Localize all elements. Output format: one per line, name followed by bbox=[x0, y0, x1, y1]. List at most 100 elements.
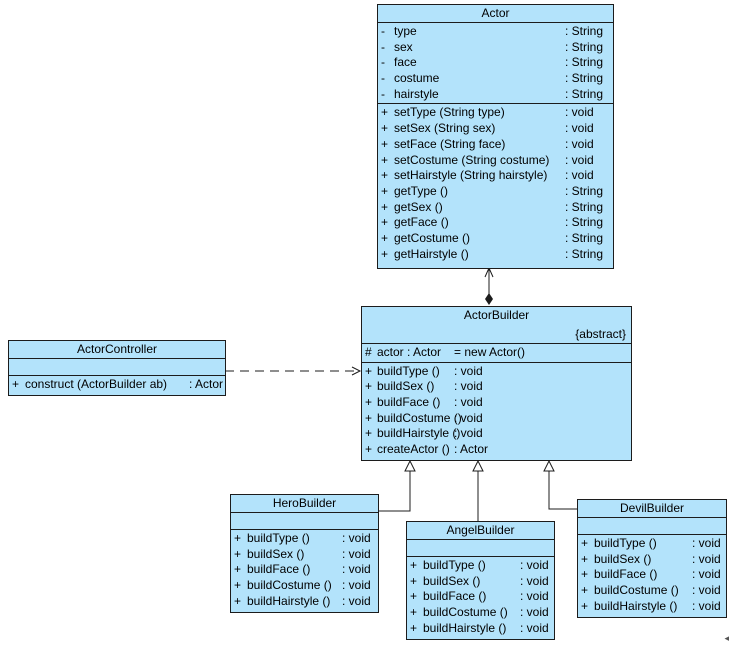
operation-row: + buildHairstyle (): void bbox=[362, 426, 631, 442]
operation-row: +setHairstyle (String hairstyle): void bbox=[378, 168, 613, 184]
attribute-row: # actor : Actor = new Actor() bbox=[362, 345, 631, 361]
operation-row: + buildCostume () : void bbox=[231, 578, 378, 594]
visibility-marker: + bbox=[234, 578, 242, 593]
visibility-marker: + bbox=[581, 551, 589, 566]
visibility-marker: + bbox=[381, 168, 389, 183]
member-type: : void bbox=[454, 426, 483, 441]
visibility-marker: + bbox=[381, 246, 389, 261]
visibility-marker: + bbox=[381, 121, 389, 136]
visibility-marker: + bbox=[381, 230, 389, 245]
operations-compartment: +buildType (): void+buildSex (): void+bu… bbox=[362, 363, 631, 459]
attributes-compartment bbox=[9, 359, 225, 376]
attribute-row: -sex : String bbox=[378, 40, 613, 56]
visibility-marker: # bbox=[365, 345, 372, 359]
member-type: : void bbox=[520, 620, 549, 635]
member-type: : String bbox=[565, 39, 604, 54]
member-name: getFace () bbox=[394, 215, 449, 230]
attributes-compartment bbox=[231, 513, 378, 530]
member-name: buildCostume () bbox=[377, 410, 462, 425]
member-type: : void bbox=[342, 562, 371, 577]
class-hero-builder[interactable]: HeroBuilder +buildType (): void+buildSex… bbox=[230, 494, 379, 613]
operation-row: +buildFace (): void bbox=[407, 589, 554, 605]
operation-row: +getType (): String bbox=[378, 184, 613, 200]
member-name: getSex () bbox=[394, 199, 443, 214]
operation-row: +setFace (String face): void bbox=[378, 137, 613, 153]
member-name: buildType () bbox=[247, 531, 310, 545]
visibility-marker: - bbox=[381, 55, 385, 70]
member-name: buildFace () bbox=[247, 562, 311, 577]
class-devil-builder[interactable]: DevilBuilder +buildType (): void+buildSe… bbox=[577, 499, 727, 618]
member-name: actor : Actor bbox=[377, 345, 442, 359]
attribute-row: -type: String bbox=[378, 24, 613, 40]
operations-compartment: +buildType (): void+buildSex (): void+bu… bbox=[231, 530, 378, 610]
visibility-marker: - bbox=[381, 71, 385, 86]
member-type: : void bbox=[565, 121, 594, 136]
member-name: buildHairstyle () bbox=[377, 426, 461, 441]
visibility-marker: + bbox=[410, 589, 418, 604]
operation-row: +buildFace (): void bbox=[578, 567, 726, 583]
operation-row: + buildType () : void bbox=[231, 531, 378, 547]
member-type: : String bbox=[565, 183, 604, 198]
visibility-marker: - bbox=[381, 39, 385, 54]
operation-row: +buildFace (): void bbox=[362, 395, 631, 411]
visibility-marker: + bbox=[234, 593, 242, 608]
member-type: : String bbox=[565, 55, 604, 70]
member-type: : String bbox=[565, 246, 604, 261]
operation-row: +setType (String type): void bbox=[378, 105, 613, 121]
member-name: buildSex () bbox=[377, 379, 435, 394]
attributes-compartment: # actor : Actor = new Actor() bbox=[362, 344, 631, 363]
member-type: : void bbox=[342, 531, 371, 545]
visibility-marker: + bbox=[234, 546, 242, 561]
visibility-marker: + bbox=[365, 379, 373, 394]
member-type: : void bbox=[565, 105, 594, 120]
member-type: : Actor bbox=[189, 377, 224, 391]
member-name: getHairstyle () bbox=[394, 246, 469, 261]
member-name: buildCostume () bbox=[247, 578, 332, 593]
operation-row: + buildSex () : void bbox=[578, 552, 726, 568]
class-actor[interactable]: Actor -type: String-sex: String-face: St… bbox=[377, 4, 614, 269]
generalization-triangle-devil bbox=[543, 459, 555, 472]
member-type: : void bbox=[692, 551, 721, 566]
member-name: setCostume (String costume) bbox=[394, 152, 550, 167]
member-name: getCostume () bbox=[394, 230, 471, 245]
class-title: ActorBuilder bbox=[362, 307, 631, 344]
member-type: : void bbox=[454, 395, 483, 410]
class-angel-builder[interactable]: AngelBuilder +buildType (): void+buildSe… bbox=[406, 521, 555, 640]
member-name: type bbox=[394, 24, 417, 38]
class-title: Actor bbox=[378, 5, 613, 23]
visibility-marker: + bbox=[234, 562, 242, 577]
member-name: buildCostume () bbox=[423, 605, 508, 620]
member-name: createActor () bbox=[377, 442, 450, 457]
member-type: : void bbox=[520, 558, 549, 572]
visibility-marker: + bbox=[581, 536, 589, 550]
member-name: buildFace () bbox=[377, 395, 441, 410]
visibility-marker: + bbox=[581, 583, 589, 598]
composition-diamond bbox=[485, 293, 493, 305]
member-type: = new Actor() bbox=[454, 345, 526, 359]
visibility-marker: + bbox=[410, 558, 418, 572]
member-name: face bbox=[394, 55, 417, 70]
visibility-marker: + bbox=[365, 426, 373, 441]
member-type: : String bbox=[565, 230, 604, 245]
member-name: sex bbox=[394, 39, 413, 54]
attributes-compartment bbox=[578, 518, 726, 535]
visibility-marker: + bbox=[581, 598, 589, 613]
operations-compartment: +buildType (): void+buildSex (): void+bu… bbox=[578, 535, 726, 615]
member-name: buildSex () bbox=[594, 551, 652, 566]
class-actor-controller[interactable]: ActorController +construct (ActorBuilder… bbox=[8, 340, 226, 396]
member-type: : String bbox=[565, 215, 604, 230]
operation-row: +buildType (): void bbox=[407, 558, 554, 574]
member-name: buildCostume () bbox=[594, 583, 679, 598]
visibility-marker: - bbox=[381, 86, 385, 101]
visibility-marker: + bbox=[234, 531, 242, 545]
operation-row: +setCostume (String costume): void bbox=[378, 153, 613, 169]
member-type: : void bbox=[342, 578, 371, 593]
class-actor-builder[interactable]: ActorBuilder {abstract} #actor : Actor= … bbox=[361, 306, 632, 461]
visibility-marker: + bbox=[381, 152, 389, 167]
operation-row: +buildSex (): void bbox=[231, 547, 378, 563]
member-type: : String bbox=[565, 199, 604, 214]
operation-row: +buildCostume (): void bbox=[362, 411, 631, 427]
visibility-marker: + bbox=[410, 605, 418, 620]
visibility-marker: + bbox=[365, 442, 373, 457]
visibility-marker: + bbox=[381, 105, 389, 120]
